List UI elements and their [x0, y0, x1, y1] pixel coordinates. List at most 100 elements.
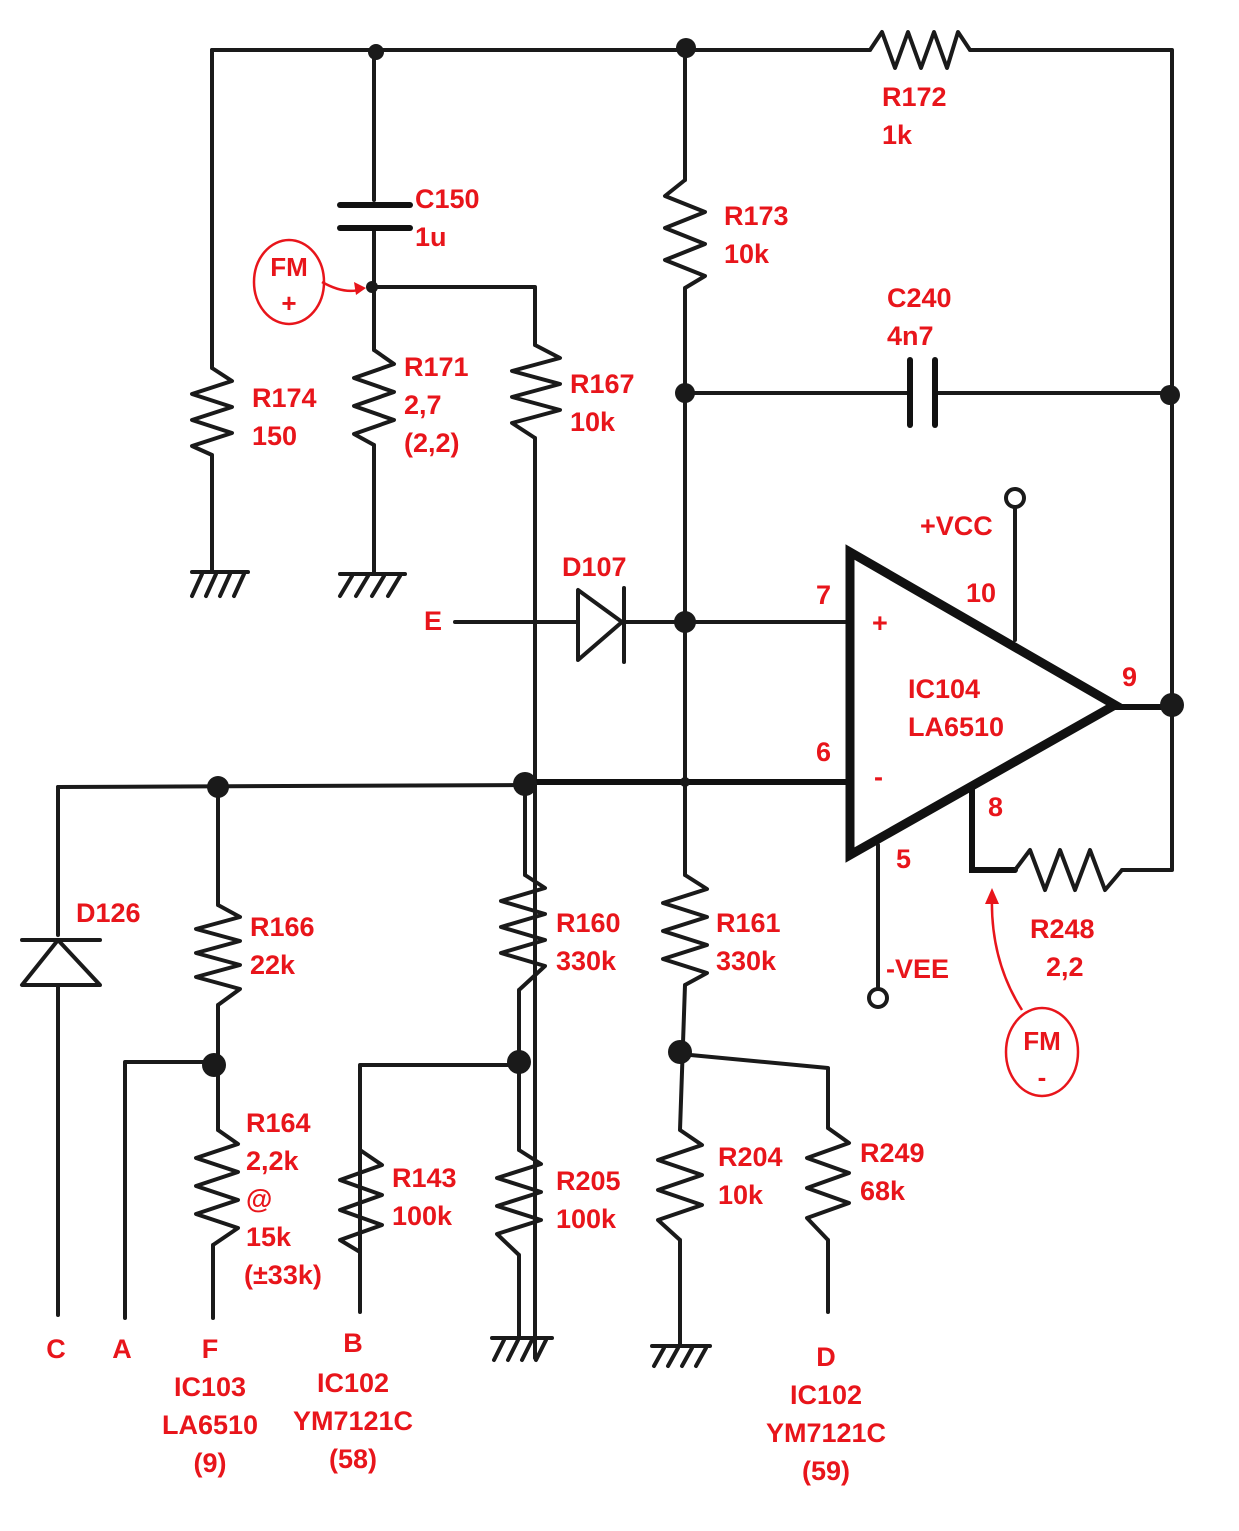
r164-value: 2,2k — [246, 1146, 300, 1176]
fm-minus-annotation: FM - — [985, 888, 1080, 1098]
r164-alt-value: 15k — [246, 1222, 292, 1252]
fm-plus-label: FM — [270, 252, 308, 282]
r205-value: 100k — [556, 1204, 617, 1234]
r167-value: 10k — [570, 407, 616, 437]
terminal-d-label: D — [816, 1342, 836, 1372]
terminal-d-pin: (59) — [802, 1456, 850, 1486]
terminal-f-chip: IC103 — [174, 1372, 246, 1402]
r143-ref: R143 — [392, 1163, 457, 1193]
terminal-d-part: YM7121C — [766, 1418, 886, 1448]
capacitors — [337, 202, 938, 428]
c240-ref: C240 — [887, 283, 952, 313]
r174-value: 150 — [252, 421, 297, 451]
r248-value: 2,2 — [1046, 952, 1084, 982]
pin-8-label: 8 — [988, 792, 1003, 822]
d107-ref: D107 — [562, 552, 627, 582]
terminal-b-part: YM7121C — [293, 1406, 413, 1436]
fm-plus-sign: + — [281, 288, 296, 318]
r171-symbol — [352, 348, 396, 447]
terminal-b-chip: IC102 — [317, 1368, 389, 1398]
r166-value: 22k — [250, 950, 296, 980]
r173-ref: R173 — [724, 201, 789, 231]
ic104-ref: IC104 — [908, 674, 980, 704]
r171-alt-value: (2,2) — [404, 428, 460, 458]
pin-5-label: 5 — [896, 844, 911, 874]
r164-alt-range: (±33k) — [244, 1260, 322, 1290]
r143-value: 100k — [392, 1201, 453, 1231]
r171-ref: R171 — [404, 352, 469, 382]
r167-ref: R167 — [570, 369, 635, 399]
terminal-e-label: E — [424, 606, 442, 636]
terminal-b-pin: (58) — [329, 1444, 377, 1474]
r172-ref: R172 — [882, 82, 947, 112]
noninverting-sign: + — [872, 608, 888, 638]
pin-6-label: 6 — [816, 737, 831, 767]
r161-symbol — [661, 873, 709, 987]
ground-r204 — [650, 1344, 712, 1368]
fm-minus-label: FM — [1023, 1026, 1061, 1056]
d126-symbol — [20, 938, 102, 987]
diodes — [20, 586, 626, 987]
d126-ref: D126 — [76, 898, 141, 928]
vee-label: -VEE — [886, 954, 949, 984]
terminal-f-part: LA6510 — [162, 1410, 258, 1440]
r249-value: 68k — [860, 1176, 906, 1206]
c240-symbol — [907, 357, 938, 428]
terminal-labels: E C A F IC103 LA6510 (9) B IC102 YM7121C… — [46, 606, 886, 1486]
r174-symbol — [190, 366, 234, 457]
c240-value: 4n7 — [887, 321, 934, 351]
terminal-b-label: B — [343, 1328, 363, 1358]
terminal-c-label: C — [46, 1334, 66, 1364]
r248-ref: R248 — [1030, 914, 1095, 944]
r160-symbol — [499, 873, 547, 992]
r204-ref: R204 — [718, 1142, 783, 1172]
ic104-part: LA6510 — [908, 712, 1004, 742]
vcc-terminal — [1004, 487, 1026, 509]
r172-symbol — [868, 30, 972, 70]
vee-terminal — [867, 987, 889, 1009]
r166-symbol — [194, 903, 242, 1007]
r249-symbol — [805, 1126, 851, 1242]
r205-symbol — [495, 1148, 543, 1257]
r172-value: 1k — [882, 120, 913, 150]
junction-nodes — [202, 38, 1184, 1077]
r248-symbol — [1013, 848, 1124, 892]
pin-7-label: 7 — [816, 580, 831, 610]
c150-ref: C150 — [415, 184, 480, 214]
pin-labels: 7 + 6 - 10 9 8 5 +VCC -VEE — [816, 511, 1137, 984]
fm-minus-sign: - — [1038, 1062, 1047, 1092]
r171-value: 2,7 — [404, 390, 442, 420]
r204-symbol — [656, 1128, 704, 1242]
r167-symbol — [510, 343, 562, 440]
r160-ref: R160 — [556, 908, 621, 938]
component-labels: R172 1k C150 1u R173 10k C240 4n7 R174 1… — [76, 82, 1095, 1290]
r161-value: 330k — [716, 946, 777, 976]
r173-value: 10k — [724, 239, 770, 269]
r205-ref: R205 — [556, 1166, 621, 1196]
r174-ref: R174 — [252, 383, 317, 413]
grounds — [190, 570, 712, 1368]
r161-ref: R161 — [716, 908, 781, 938]
ic104-opamp-symbol — [845, 544, 1125, 863]
terminal-f-label: F — [202, 1334, 219, 1364]
r160-value: 330k — [556, 946, 617, 976]
d107-symbol — [576, 586, 626, 664]
pin-10-label: 10 — [966, 578, 996, 608]
vcc-label: +VCC — [920, 511, 993, 541]
r204-value: 10k — [718, 1180, 764, 1210]
r164-ref: R164 — [246, 1108, 311, 1138]
ground-r171 — [338, 572, 407, 598]
r164-symbol — [194, 1128, 240, 1247]
terminal-a-label: A — [112, 1334, 132, 1364]
inverting-sign: - — [874, 762, 883, 792]
ground-r174 — [190, 570, 250, 598]
terminal-f-pin: (9) — [194, 1448, 227, 1478]
c150-value: 1u — [415, 222, 447, 252]
r166-ref: R166 — [250, 912, 315, 942]
r173-symbol — [663, 178, 707, 290]
terminal-d-chip: IC102 — [790, 1380, 862, 1410]
r249-ref: R249 — [860, 1138, 925, 1168]
c150-symbol — [337, 202, 413, 231]
pin-9-label: 9 — [1122, 662, 1137, 692]
